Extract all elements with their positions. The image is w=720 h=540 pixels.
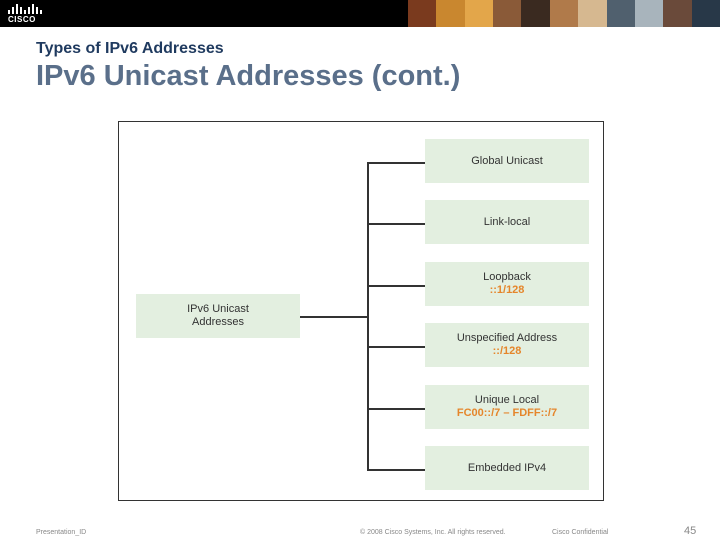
slide-title: IPv6 Unicast Addresses (cont.) — [36, 60, 461, 92]
child-node-unique-local: Unique Local FC00::/7 – FDFF::/7 — [425, 385, 589, 429]
child-node-label: Link-local — [483, 215, 531, 228]
cisco-wordmark: CISCO — [8, 15, 36, 24]
child-node-label: Global Unicast — [471, 154, 543, 167]
child-node-embedded-ipv4: Embedded IPv4 — [425, 446, 589, 490]
branch-connector — [367, 162, 425, 164]
footer-copyright: © 2008 Cisco Systems, Inc. All rights re… — [360, 529, 506, 536]
root-node-label-line1: IPv6 Unicast — [187, 303, 249, 315]
child-node-label: Embedded IPv4 — [467, 461, 547, 474]
footer-presentation-id: Presentation_ID — [36, 529, 87, 536]
banner-photo — [691, 0, 720, 27]
child-node-address: FC00::/7 – FDFF::/7 — [456, 407, 558, 419]
child-node-loopback: Loopback ::1/128 — [425, 262, 589, 306]
root-node: IPv6 Unicast Addresses — [136, 294, 300, 338]
banner-photo — [408, 0, 437, 27]
banner-photo — [464, 0, 494, 27]
child-node-label: Loopback — [483, 271, 531, 283]
banner-photo — [549, 0, 579, 27]
branch-connector — [367, 469, 425, 471]
child-node-unspecified-address: Unspecified Address ::/128 — [425, 323, 589, 367]
banner-photo-strip — [408, 0, 720, 27]
branch-connector — [367, 285, 425, 287]
child-node-address: ::1/128 — [489, 284, 525, 296]
child-node-address: ::/128 — [492, 345, 522, 357]
page-number: 45 — [684, 525, 697, 537]
banner-photo — [493, 0, 522, 27]
root-node-label-line2: Addresses — [192, 316, 244, 328]
diagram-frame: IPv6 Unicast Addresses Global Unicast Li… — [118, 121, 604, 501]
root-connector — [300, 316, 368, 318]
child-node-global-unicast: Global Unicast — [425, 139, 589, 183]
child-node-label: Unspecified Address — [456, 332, 558, 344]
banner-photo — [634, 0, 664, 27]
child-node-label: Unique Local — [474, 394, 540, 406]
slide-subtitle: Types of IPv6 Addresses — [36, 40, 224, 57]
footer-confidential: Cisco Confidential — [552, 529, 609, 536]
branch-connector — [367, 223, 425, 225]
cisco-logo: CISCO — [8, 4, 44, 24]
banner-photo — [521, 0, 550, 27]
banner-photo — [436, 0, 465, 27]
branch-connector — [367, 346, 425, 348]
banner-photo — [578, 0, 607, 27]
child-node-link-local: Link-local — [425, 200, 589, 244]
branch-connector — [367, 408, 425, 410]
banner-photo — [663, 0, 692, 27]
banner-photo — [606, 0, 635, 27]
cisco-bars-icon — [8, 4, 44, 14]
trunk-line — [367, 162, 369, 470]
top-banner: CISCO — [0, 0, 720, 27]
